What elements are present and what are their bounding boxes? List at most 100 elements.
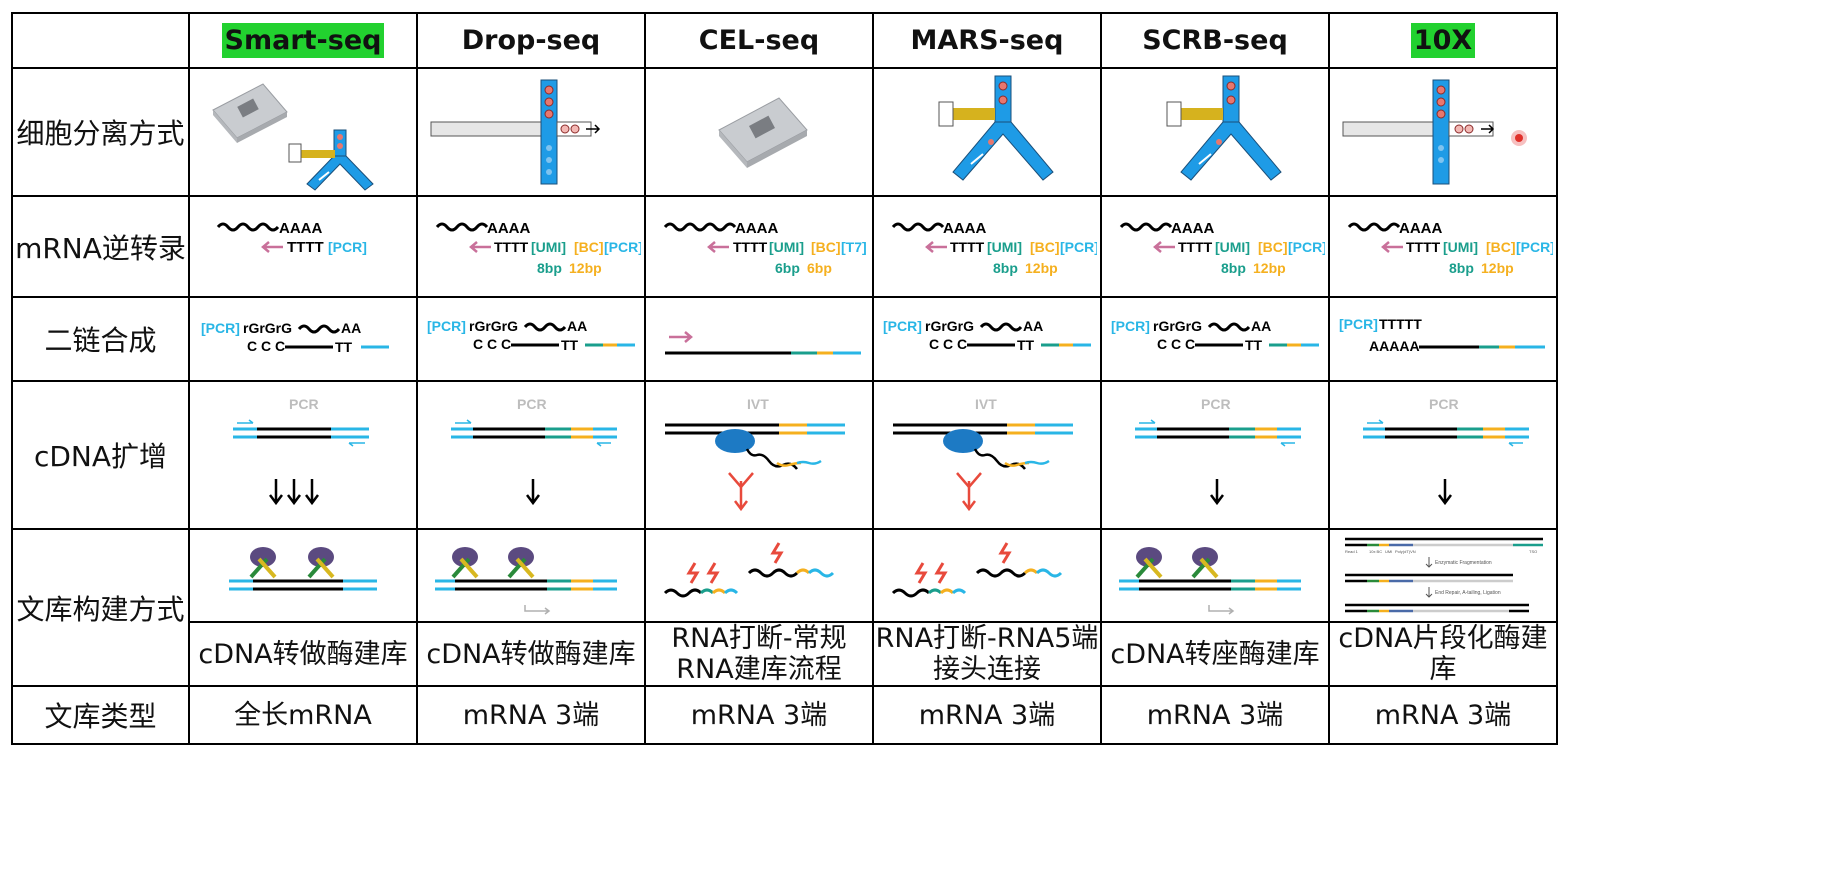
rgrgrg-label: rGrGrG [243,320,292,336]
poly-t-label: TTTT [1178,239,1213,255]
well-plate-diagram [718,97,808,168]
pcr-amplification-diagram: PCR [1363,396,1529,506]
aa-label: AA [1251,318,1271,334]
row-label-isolation: 细胞分离方式 [11,67,190,197]
ccc-label: C C C [473,336,511,352]
lightning-icon [914,561,928,584]
second-strand-diagram: [PCR] rGrGrG AA C C C TT [201,320,389,355]
library-diagram-cel-seq [644,528,874,623]
tagmentation-diagram [229,546,377,590]
method-header-10x: 10X [1328,12,1558,69]
antibody-icon [956,472,982,512]
aa-label: AA [341,320,361,336]
rt-scrb-seq: AAAA TTTT [UMI] [BC] [PCR] 8bp 12bp [1100,195,1330,298]
method-header-cel-seq: CEL-seq [644,12,874,69]
bc-label: 10x BC [1369,549,1382,554]
transposase-icon [1191,546,1219,578]
aa-label: AA [1023,318,1043,334]
rt-10x: AAAA TTTT [UMI] [BC] [PCR] 8bp 12bp [1328,195,1558,298]
down-arrow-icon [1210,479,1224,506]
method-header-mars-seq: MARS-seq [872,12,1102,69]
second-strand-diagram: [PCR] rGrGrG AA C C C TT [427,318,635,353]
tt-label: TT [1017,337,1035,353]
amplification-drop-seq: PCR [416,380,646,530]
umi-length-label: 8bp [537,260,562,276]
ivt-amplification-diagram: IVT [665,396,845,512]
second-strand-scrb-seq: [PCR] rGrGrG AA C C C TT [1100,296,1330,382]
library-type-scrb-seq: mRNA 3端 [1100,685,1330,746]
umi-length-label: 8bp [1221,260,1246,276]
polymerase-icon [715,429,755,453]
library-diagram-smart-seq [188,528,418,623]
pcr-amplification-diagram: PCR [233,396,369,506]
umi-label: UMI [1385,549,1392,554]
library-diagram-row: 文库构建方式 [11,527,1558,688]
bc-length-label: 6bp [807,260,832,276]
transposase-icon [307,546,335,578]
bc-label: [BC] [574,239,604,255]
lightning-icon [770,541,784,564]
library-type-smart-seq: 全长mRNA [188,685,418,746]
rgrgrg-label: rGrGrG [1153,318,1202,334]
pcr-label: [PCR] [1339,316,1378,332]
pcr-label: [PCR] [604,239,641,255]
poly-a-label: AAAA [279,220,322,237]
ivt-title: IVT [747,396,769,412]
ivt-amplification-diagram: IVT [893,396,1073,512]
poly-t-label: TTTT [733,239,768,255]
library-method-row: cDNA转做酶建库 cDNA转做酶建库 RNA打断-常规RNA建库流程 RNA打… [12,620,1558,688]
method-name: CEL-seq [698,25,820,56]
isolation-cel-seq [644,67,874,197]
row-label-library: 文库构建方式 [11,527,190,688]
second-strand-drop-seq: [PCR] rGrGrG AA C C C TT [416,296,646,382]
library-type-cel-seq: mRNA 3端 [644,685,874,746]
amplification-scrb-seq: PCR [1100,380,1330,530]
library-type-row: 文库类型 全长mRNA mRNA 3端 mRNA 3端 mRNA 3端 mRNA… [11,685,1558,746]
poly-a-label: AAAA [1399,220,1442,237]
library-method-drop-seq: cDNA转做酶建库 [416,620,646,688]
rt-diagram: AAAA TTTT [UMI] [BC] [PCR] 8bp 12bp [1119,220,1325,276]
second-strand-diagram [665,331,861,355]
amplification-10x: PCR [1328,380,1558,530]
aa-label: AA [567,318,587,334]
pcr-label: [PCR] [201,320,240,336]
pcr-label: [PCR] [1060,239,1097,255]
bc-label: [BC] [1258,239,1288,255]
pcr-title: PCR [1201,396,1231,412]
umi-label: [UMI] [1215,239,1250,255]
library-method-smart-seq: cDNA转做酶建库 [188,620,418,688]
ccc-label: C C C [1157,336,1195,352]
amplification-mars-seq: IVT [872,380,1102,530]
amplification-smart-seq: PCR [188,380,418,530]
method-name: Drop-seq [461,25,601,56]
t7-label: [T7] [841,239,867,255]
umi-label: [UMI] [531,239,566,255]
down-arrows-icon [269,479,319,506]
isolation-drop-seq [416,67,646,197]
poly-a-label: AAAA [487,220,530,237]
umi-length-label: 8bp [1449,260,1474,276]
library-type-10x: mRNA 3端 [1328,685,1558,746]
rt-smart-seq: AAAA TTTT [PCR] [188,195,418,298]
ttttt-label: TTTTT [1379,316,1422,332]
library-method-scrb-seq: cDNA转座酶建库 [1100,620,1330,688]
poly-t-label: TTTT [494,239,529,255]
isolation-10x [1328,67,1558,197]
pcr-label: [PCR] [427,318,466,334]
transposase-icon [249,546,277,578]
second-strand-10x: [PCR] TTTTT AAAAA [1328,296,1558,382]
library-diagram-scrb-seq [1100,528,1330,623]
ivt-title: IVT [975,396,997,412]
library-diagram-mars-seq [872,528,1102,623]
pcr-label: [PCR] [1516,239,1553,255]
tt-label: TT [335,339,353,355]
pcr-title: PCR [1429,396,1459,412]
step1-label: Enzymatic Fragmentation [1435,560,1492,566]
library-method-cel-seq: RNA打断-常规RNA建库流程 [644,620,874,688]
poly-a-label: AAAA [1171,220,1214,237]
library-method-mars-seq: RNA打断-RNA5端接头连接 [872,620,1102,688]
rt-mars-seq: AAAA TTTT [UMI] [BC] [PCR] 8bp 12bp [872,195,1102,298]
transposase-icon [507,546,535,578]
rt-diagram: AAAA TTTT [PCR] [216,220,367,256]
poly-a-label: AAAA [943,220,986,237]
